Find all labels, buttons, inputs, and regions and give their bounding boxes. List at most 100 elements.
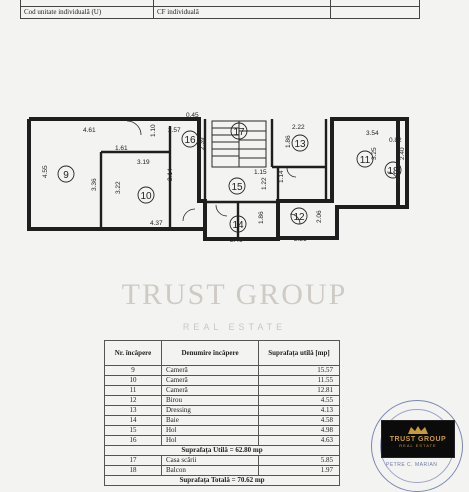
dimension-label: 3.36 bbox=[91, 178, 98, 191]
grand-total: Suprafața Totală = 70.62 mp bbox=[104, 475, 340, 486]
room-number: 14 bbox=[232, 220, 244, 231]
cell-name: Hol bbox=[161, 435, 259, 446]
cell-nr: 16 bbox=[104, 435, 162, 446]
cell-area: 4.58 bbox=[258, 415, 340, 426]
header-cell bbox=[330, 6, 420, 19]
useful-total: Suprafața Utilă = 62.80 mp bbox=[104, 445, 340, 456]
dimension-label: 4.55 bbox=[42, 165, 49, 178]
logo-title: TRUST GROUP bbox=[389, 436, 447, 443]
cell-nr: 17 bbox=[104, 455, 162, 466]
useful-total-row: Suprafața Utilă = 62.80 mp bbox=[104, 445, 340, 456]
room-number: 13 bbox=[294, 139, 306, 150]
cell-area: 4.63 bbox=[258, 435, 340, 446]
cell-area: 4.13 bbox=[258, 405, 340, 416]
cell-area: 12.81 bbox=[258, 385, 340, 396]
table-row: 12 Birou 4.55 bbox=[104, 395, 340, 406]
room-number: 9 bbox=[63, 170, 69, 181]
room-number: 18 bbox=[387, 166, 399, 177]
cell-name: Cameră bbox=[161, 375, 259, 386]
dimension-label: 1.61 bbox=[115, 145, 128, 152]
watermark-title: TRUST GROUP bbox=[121, 278, 348, 311]
dimension-label: 2.46 bbox=[230, 237, 243, 244]
table-row: 13 Dressing 4.13 bbox=[104, 405, 340, 416]
room-number: 10 bbox=[140, 191, 152, 202]
header-name: Denumire încăpere bbox=[161, 340, 259, 366]
cell-area: 5.85 bbox=[258, 455, 340, 466]
table-row: 16 Hol 4.63 bbox=[104, 435, 340, 446]
header-nr: Nr. încăpere bbox=[104, 340, 162, 366]
dimension-label: 1.86 bbox=[258, 211, 265, 224]
table-row: 18 Balcon 1.97 bbox=[104, 465, 340, 476]
cell-name: Hol bbox=[161, 425, 259, 436]
table-row: 14 Baie 4.58 bbox=[104, 415, 340, 426]
table-row: 11 Cameră 12.81 bbox=[104, 385, 340, 396]
inner-walls bbox=[99, 119, 328, 239]
dimension-label: 0.82 bbox=[389, 137, 402, 144]
dimension-label: 3.25 bbox=[371, 147, 378, 160]
cell-name: Cameră bbox=[161, 365, 259, 376]
dimension-label: 2.21 bbox=[294, 236, 307, 243]
table-row: 9 Cameră 15.57 bbox=[104, 365, 340, 376]
dimension-label: 3.22 bbox=[115, 181, 122, 194]
room-number: 16 bbox=[184, 135, 196, 146]
trust-group-logo: TRUST GROUP REAL ESTATE bbox=[381, 420, 455, 458]
room-labels: 9 10 11 12 13 14 15 16 17 18 bbox=[57, 122, 402, 233]
cell-area: 1.97 bbox=[258, 465, 340, 476]
stamp-name: PETRE C. MARIAN bbox=[386, 462, 438, 468]
dimension-label: 2.14 bbox=[167, 168, 174, 181]
room-circle bbox=[356, 150, 374, 168]
cell-name: Cameră bbox=[161, 385, 259, 396]
cell-nr: 18 bbox=[104, 465, 162, 476]
cell-name: Dressing bbox=[161, 405, 259, 416]
cell-nr: 9 bbox=[104, 365, 162, 376]
header-cell: Cod unitate individuală (U) bbox=[20, 6, 154, 19]
cell-name: Casa scării bbox=[161, 455, 259, 466]
header-row: Cod unitate individuală (U) CF individua… bbox=[20, 6, 420, 19]
header-cell: CF individuală bbox=[153, 6, 331, 19]
header-area: Suprafața utilă [mp] bbox=[258, 340, 340, 366]
dimension-labels: 4.61 1.10 2.57 2.39 2.22 3.54 0.82 1.61 … bbox=[42, 112, 406, 244]
room-circle bbox=[137, 186, 155, 204]
cell-name: Balcon bbox=[161, 465, 259, 476]
room-circle bbox=[230, 122, 248, 140]
dimension-label: 2.40 bbox=[399, 147, 406, 160]
logo-subtitle: REAL ESTATE bbox=[399, 443, 437, 448]
dimension-label: 4.61 bbox=[83, 127, 96, 134]
dimension-label: 3.54 bbox=[366, 130, 379, 137]
floor-plan: 9 10 11 12 13 14 15 16 17 18 4.61 1.10 2… bbox=[27, 112, 409, 244]
dimension-label: 2.39 bbox=[199, 137, 206, 150]
cell-name: Birou bbox=[161, 395, 259, 406]
stairs bbox=[211, 120, 267, 168]
room-number: 15 bbox=[231, 182, 243, 193]
cell-nr: 14 bbox=[104, 415, 162, 426]
room-circle bbox=[229, 215, 247, 233]
dimension-label: 2.22 bbox=[292, 124, 305, 131]
room-circle bbox=[57, 165, 75, 183]
table-row: 17 Casa scării 5.85 bbox=[104, 455, 340, 466]
table-row: 10 Cameră 11.55 bbox=[104, 375, 340, 386]
cell-area: 15.57 bbox=[258, 365, 340, 376]
watermark-subtitle: REAL ESTATE bbox=[182, 322, 287, 332]
room-circle bbox=[384, 161, 402, 179]
cell-nr: 13 bbox=[104, 405, 162, 416]
room-table: Nr. încăpere Denumire încăpere Suprafața… bbox=[104, 340, 340, 486]
dimension-label: 4.37 bbox=[150, 220, 163, 227]
dimension-label: 1.22 bbox=[261, 177, 268, 190]
room-circle bbox=[291, 134, 309, 152]
dimension-label: 0.45 bbox=[186, 112, 199, 119]
room-circle bbox=[181, 130, 199, 148]
cell-area: 4.55 bbox=[258, 395, 340, 406]
room-circle bbox=[290, 207, 308, 225]
cell-nr: 11 bbox=[104, 385, 162, 396]
cell-nr: 10 bbox=[104, 375, 162, 386]
dimension-label: 2.57 bbox=[168, 127, 181, 134]
cell-area: 4.98 bbox=[258, 425, 340, 436]
dimension-label: 2.06 bbox=[316, 210, 323, 223]
document-page: Cod unitate individuală (U) CF individua… bbox=[20, 0, 463, 492]
header-table: Cod unitate individuală (U) CF individua… bbox=[20, 0, 420, 19]
cell-nr: 15 bbox=[104, 425, 162, 436]
table-row: 15 Hol 4.98 bbox=[104, 425, 340, 436]
dimension-label: 1.86 bbox=[285, 135, 292, 148]
dimension-label: 1.15 bbox=[254, 169, 267, 176]
dimension-label: 1.10 bbox=[150, 124, 157, 137]
